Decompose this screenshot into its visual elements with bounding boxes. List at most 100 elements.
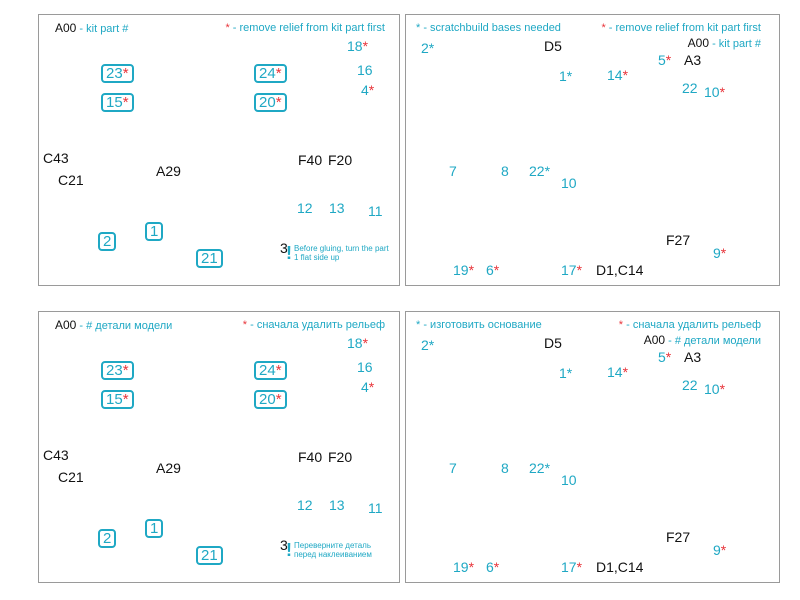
- callout-p2: 2: [98, 529, 117, 548]
- callout-text: F20: [328, 449, 353, 465]
- callout-p22s: 22*: [529, 461, 550, 476]
- red-star-icon: *: [362, 335, 369, 351]
- callout-text: D5: [544, 335, 562, 351]
- part-number-d1c14: D1,C14: [596, 560, 643, 575]
- callout-text: 9: [713, 542, 721, 558]
- callout-text: D5: [544, 38, 562, 54]
- legend-text: - изготовить основание: [420, 319, 542, 331]
- callout-p15: 15*: [101, 390, 134, 409]
- callout-text: A3: [684, 52, 702, 68]
- kit-legend-text: - # детали модели: [665, 335, 761, 347]
- red-star-icon: *: [622, 364, 629, 380]
- callout-p9: 9*: [713, 246, 726, 261]
- callout-text: 1: [559, 68, 567, 84]
- callout-p16: 16: [357, 360, 373, 375]
- part-number-c43: C43: [43, 151, 69, 166]
- kit-part-legend: A00 - # детали модели: [55, 318, 172, 334]
- callout-p1: 1*: [559, 69, 572, 84]
- callout-text: 19: [453, 262, 469, 278]
- callout-text: A3: [684, 349, 702, 365]
- callout-p21: 21: [196, 546, 223, 565]
- left-instruction-panel: A00 - kit part #* - remove relief from k…: [38, 14, 400, 286]
- callout-text: 10: [704, 381, 720, 397]
- red-star-icon: *: [720, 245, 727, 261]
- callout-text: C43: [43, 150, 69, 166]
- callout-p13: 13: [329, 201, 345, 216]
- callout-text: 1: [150, 520, 159, 537]
- callout-text: 19: [453, 559, 469, 575]
- kit-code: A00: [643, 333, 666, 347]
- red-star-icon: *: [720, 542, 727, 558]
- part-number-a3: A3: [684, 53, 701, 68]
- part-number-f27: F27: [666, 530, 690, 545]
- callout-p6: 6*: [486, 263, 499, 278]
- callout-p1: 1*: [559, 366, 572, 381]
- part-number-f27: F27: [666, 233, 690, 248]
- kit-part-legend: A00 - kit part #: [688, 36, 761, 52]
- blue-star-icon: *: [416, 22, 421, 34]
- callout-text: 22: [682, 80, 698, 96]
- callout-text: A29: [156, 163, 181, 179]
- callout-text: 20: [259, 391, 276, 408]
- callout-text: 9: [713, 245, 721, 261]
- kit-legend-text: - # детали модели: [76, 320, 173, 332]
- callout-p17: 17*: [561, 560, 582, 575]
- legend-text: - remove relief from kit part first: [229, 22, 385, 34]
- legend-text: - remove relief from kit part first: [605, 22, 761, 34]
- red-star-icon: *: [225, 22, 230, 34]
- red-star-icon: *: [576, 559, 583, 575]
- callout-text: 10: [561, 472, 577, 488]
- callout-text: D1,C14: [596, 262, 644, 278]
- red-star-icon: *: [493, 262, 500, 278]
- callout-text: 1: [559, 365, 567, 381]
- callout-text: 12: [297, 200, 313, 216]
- callout-p18: 18*: [347, 39, 368, 54]
- red-star-icon: *: [242, 319, 248, 331]
- callout-text: 4: [361, 82, 369, 98]
- callout-text: 6: [486, 262, 494, 278]
- red-star-icon: *: [122, 362, 129, 379]
- red-star-icon: *: [576, 262, 583, 278]
- callout-p12: 12: [297, 201, 313, 216]
- callout-text: 3: [280, 240, 288, 256]
- callout-text: 17: [561, 262, 577, 278]
- callout-text: 24: [259, 362, 276, 379]
- remove-relief-legend: * - remove relief from kit part first: [225, 21, 385, 36]
- part-number-a29: A29: [156, 461, 181, 476]
- callout-p4: 4*: [361, 83, 374, 98]
- note-text: Before gluing, turn the part 1 flat side…: [294, 244, 389, 262]
- right-instruction-panel: * - scratchbuild bases needed* - remove …: [405, 14, 780, 286]
- scratchbuild-legend: * - scratchbuild bases needed: [416, 21, 561, 36]
- callout-text: 2: [421, 40, 429, 56]
- callout-p21: 21: [196, 249, 223, 268]
- callout-p4: 4*: [361, 380, 374, 395]
- callout-p17: 17*: [561, 263, 582, 278]
- callout-p6: 6*: [486, 560, 499, 575]
- red-star-icon: *: [719, 84, 726, 100]
- part-number-a29: A29: [156, 164, 181, 179]
- callout-p22: 22: [682, 378, 698, 393]
- callout-text: 8: [501, 163, 509, 179]
- scratchbuild-legend: * - изготовить основание: [416, 318, 542, 333]
- callout-p1: 1: [145, 222, 164, 241]
- red-star-icon: *: [368, 82, 375, 98]
- callout-text: 22: [529, 163, 545, 179]
- callout-text: C21: [58, 172, 84, 188]
- part-number-f20: F20: [328, 153, 352, 168]
- callout-text: 2: [103, 530, 112, 547]
- callout-text: 3: [280, 537, 288, 553]
- callout-p22s: 22*: [529, 164, 550, 179]
- callout-text: 8: [501, 460, 509, 476]
- callout-text: 18: [347, 38, 363, 54]
- callout-text: C21: [58, 469, 84, 485]
- red-star-icon: *: [275, 362, 282, 379]
- callout-p11: 11: [368, 501, 383, 516]
- callout-text: 7: [449, 460, 457, 476]
- callout-text: 17: [561, 559, 577, 575]
- kit-code: A00: [55, 318, 77, 332]
- callout-text: F27: [666, 232, 691, 248]
- callout-text: F20: [328, 152, 353, 168]
- callout-p22: 22: [682, 81, 698, 96]
- callout-text: F40: [298, 152, 323, 168]
- blue-star-icon: *: [544, 460, 551, 476]
